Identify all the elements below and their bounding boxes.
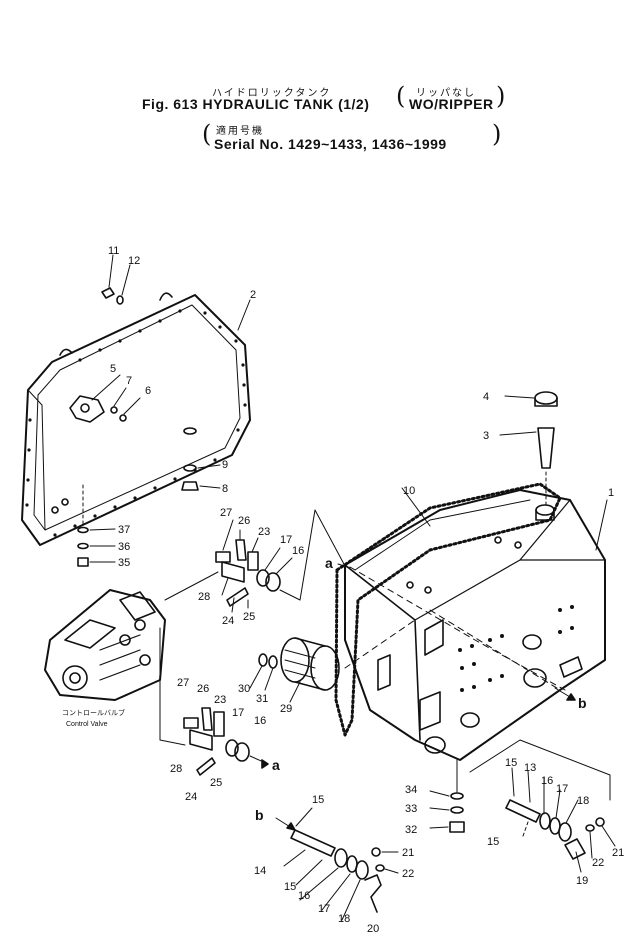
control-valve-label: Control Valve	[66, 721, 108, 728]
callout-27b: 27	[177, 677, 189, 689]
callout-36: 36	[118, 541, 130, 553]
figure-title: Fig. 613 HYDRAULIC TANK (1/2)	[142, 96, 370, 112]
callout-18: 18	[338, 913, 350, 925]
callout-17: 17	[280, 534, 292, 546]
callout-5: 5	[110, 363, 116, 375]
callout-17b: 17	[232, 707, 244, 719]
serial-range: Serial No. 1429~1433, 1436~1999	[214, 136, 447, 152]
tank-body	[334, 482, 608, 761]
callout-29: 29	[280, 703, 292, 715]
figure-header: ハイドロリックタンク Fig. 613 HYDRAULIC TANK (1/2)…	[0, 0, 640, 180]
variant-label: WO/RIPPER	[409, 96, 494, 112]
callout-28: 28	[198, 591, 210, 603]
callout-24: 24	[222, 615, 234, 627]
cover-fasteners	[77, 254, 251, 567]
callout-11: 11	[108, 245, 119, 257]
variant-open-paren: (	[396, 82, 406, 110]
connector-b-bottom: b	[255, 807, 264, 823]
callout-23: 23	[258, 526, 270, 538]
callout-22b: 22	[592, 857, 604, 869]
connector-b-tank: b	[578, 695, 587, 711]
callout-19: 19	[576, 875, 588, 887]
callout-33: 33	[405, 803, 417, 815]
callout-16d: 16	[541, 775, 553, 787]
serial-close-paren: )	[492, 120, 502, 148]
serial-open-paren: (	[202, 120, 212, 148]
callout-14: 14	[254, 865, 266, 877]
callout-21b: 21	[612, 847, 624, 859]
callouts: 1 2 3 4 5 6 7 8 9 10 11 12 13 14 15 15 1…	[108, 245, 624, 935]
drain-fittings	[429, 759, 465, 833]
callout-7: 7	[126, 375, 132, 387]
callout-8: 8	[222, 483, 228, 495]
callout-23b: 23	[214, 694, 226, 706]
callout-26b: 26	[197, 683, 209, 695]
control-valve-kana: コントロールバルブ	[62, 708, 125, 717]
callout-35: 35	[118, 557, 130, 569]
upper-fitting-group	[215, 509, 346, 613]
callout-1: 1	[608, 487, 614, 499]
callout-30: 30	[238, 683, 250, 695]
callout-34: 34	[405, 784, 417, 796]
callout-22: 22	[402, 868, 414, 880]
right-pipe-group	[469, 739, 616, 873]
control-valve	[44, 571, 219, 701]
filler-cap-and-strainer	[499, 391, 558, 506]
callout-25: 25	[243, 611, 255, 623]
callout-2: 2	[250, 289, 256, 301]
callout-6: 6	[145, 385, 151, 397]
callout-15b: 15	[284, 881, 296, 893]
callout-18b: 18	[577, 795, 589, 807]
callout-16: 16	[292, 545, 304, 557]
callout-12: 12	[128, 255, 140, 267]
title-kana: ハイドロリックタンク	[212, 88, 332, 99]
callout-32: 32	[405, 824, 417, 836]
callout-26: 26	[238, 515, 250, 527]
callout-13: 13	[524, 762, 536, 774]
variant-close-paren: )	[496, 82, 506, 110]
variant-kana: リッパなし	[416, 88, 476, 99]
callout-17d: 17	[556, 783, 568, 795]
serial-kana: 適用号機	[216, 126, 264, 137]
lower-fitting-group	[159, 627, 269, 776]
callout-15: 15	[312, 794, 324, 806]
callout-15c: 15	[505, 757, 517, 769]
callout-24b: 24	[185, 791, 197, 803]
callout-16c: 16	[298, 890, 310, 902]
bottom-pipe-group	[275, 807, 399, 921]
callout-9: 9	[222, 459, 228, 471]
connector-a-tank: a	[325, 555, 333, 571]
callout-27: 27	[220, 507, 232, 519]
callout-28b: 28	[170, 763, 182, 775]
connector-a-lower: a	[272, 757, 280, 773]
callout-25b: 25	[210, 777, 222, 789]
callout-37: 37	[118, 524, 130, 536]
callout-21: 21	[402, 847, 414, 859]
callout-31: 31	[256, 693, 268, 705]
callout-16b: 16	[254, 715, 266, 727]
callout-20: 20	[367, 923, 379, 935]
callout-15d: 15	[487, 836, 499, 848]
callout-3: 3	[483, 430, 489, 442]
tank-cover	[21, 292, 251, 546]
callout-17c: 17	[318, 903, 330, 915]
return-filter	[249, 619, 416, 703]
callout-10: 10	[403, 485, 415, 497]
callout-4: 4	[483, 391, 489, 403]
